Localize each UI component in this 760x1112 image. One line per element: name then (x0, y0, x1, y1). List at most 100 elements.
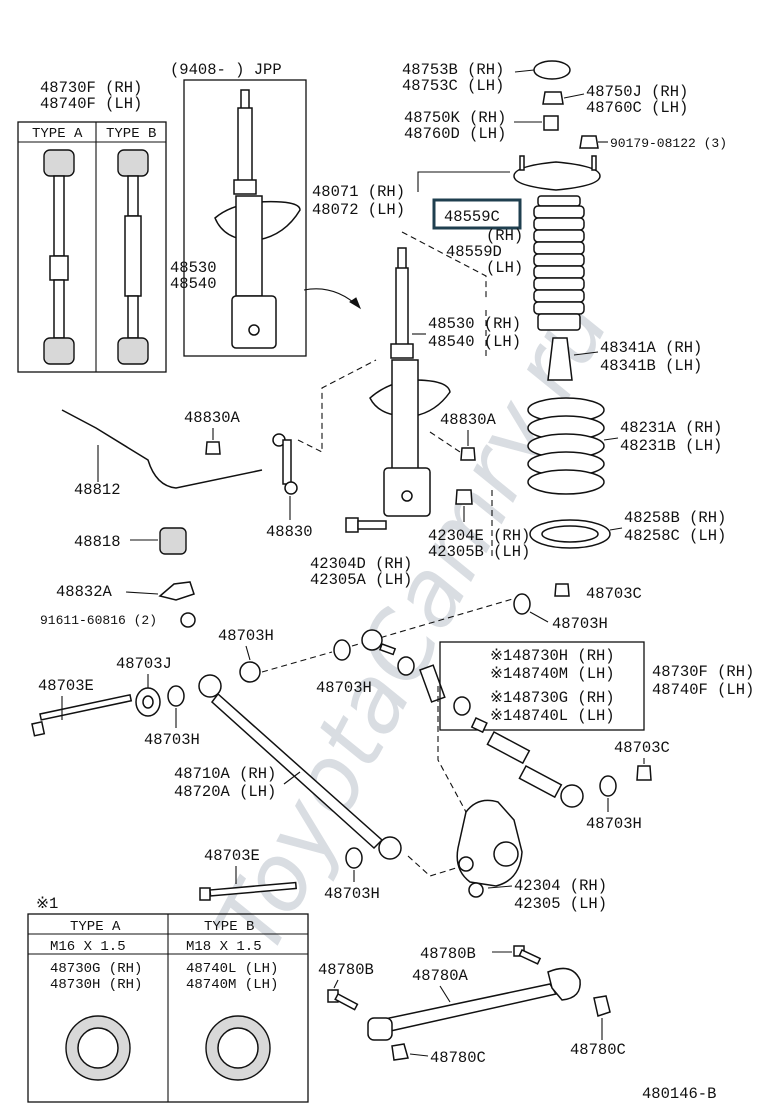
label-48703e-mid: 48703E (204, 847, 260, 865)
ref-b-icon (180, 612, 196, 628)
thread-table-col-b-header: TYPE B (204, 919, 254, 935)
label-48830a-right: 48830A (440, 411, 497, 429)
drawing-number: 480146-B (642, 1085, 716, 1103)
label-48341b: 48341B (LH) (600, 357, 702, 375)
strut-mount-icon (513, 161, 601, 191)
label-48730f-inset: 48730F (RH) (40, 79, 142, 97)
axle-carrier-icon (456, 799, 523, 898)
label-90179: 90179-08122 (3) (610, 136, 727, 151)
long-bolt-icon-left (31, 693, 133, 737)
thread-table: ※1 TYPE A TYPE B M16 X 1.5 M18 X 1.5 487… (27, 895, 309, 1103)
stabilizer-bushing-icon (159, 527, 187, 555)
label-42304: 42304 (RH) (514, 877, 607, 895)
label-48703h-right: 48703H (586, 815, 642, 833)
nut-type-b-icon (205, 1015, 271, 1081)
label-48231b: 48231B (LH) (620, 437, 722, 455)
label-42305: 42305 (LH) (514, 895, 607, 913)
link-group-bracket (439, 641, 645, 731)
stabilizer-link-icon (272, 433, 298, 495)
label-48559d-side: (LH) (486, 259, 523, 277)
label-48530-inset: 48530 (170, 259, 217, 277)
label-48740f: 48740F (LH) (652, 681, 754, 699)
strut-inset: (9408- ) JPP 48530 48540 (170, 61, 362, 357)
label-48231a: 48231A (RH) (620, 419, 722, 437)
strut-inset-header: (9408- ) JPP (170, 61, 282, 79)
label-48780c-right: 48780C (570, 1041, 626, 1059)
coil-spring-icon (527, 397, 605, 495)
label-48703e-left: 48703E (38, 677, 94, 695)
label-42305a: 42305A (LH) (310, 571, 412, 589)
bushing-bracket-icon (158, 581, 195, 601)
label-48812: 48812 (74, 481, 121, 499)
label-48703h-mid: 48703H (218, 627, 274, 645)
label-91611: 91611-60816 (2) (40, 613, 157, 628)
highlight-box-48559c (432, 198, 522, 230)
thread-table-mark: ※1 (36, 895, 58, 913)
label-48740f-inset: 48740F (LH) (40, 95, 142, 113)
label-48559d: 48559D (446, 243, 502, 261)
label-48559c-side: (RH) (486, 227, 523, 245)
nut-icon-48703c-top (554, 583, 570, 597)
washer-icon-48703h-mid (239, 661, 261, 683)
nut-icon (542, 91, 564, 105)
arm-inset-frame (17, 121, 167, 373)
label-48753b: 48753B (RH) (402, 61, 504, 79)
nut-icon-48780c-right (593, 995, 611, 1017)
label-48780a: 48780A (412, 967, 469, 985)
link-nut-icon-left (205, 441, 221, 455)
label-148740l: ※148740L (LH) (490, 707, 615, 725)
trailing-bolt-icon (513, 945, 542, 965)
trailing-arm-icon (367, 967, 581, 1041)
label-48818: 48818 (74, 533, 121, 551)
label-42304d: 42304D (RH) (310, 555, 412, 573)
link-nut-icon-right (460, 447, 476, 461)
label-48730f: 48730F (RH) (652, 663, 754, 681)
label-148730g: ※148730G (RH) (490, 689, 615, 707)
thread-table-col-a-header: TYPE A (70, 919, 121, 935)
label-48530: 48530 (RH) (428, 315, 521, 333)
label-42304e: 42304E (RH) (428, 527, 530, 545)
shock-absorber-icon (369, 247, 451, 517)
label-48559c[interactable]: 48559C (444, 208, 500, 226)
thread-table-col-b-part-1: 48740L (LH) (186, 961, 278, 977)
arm-type-b-header: TYPE B (106, 126, 156, 142)
arm-type-b-icon (117, 149, 149, 365)
arm-type-a-header: TYPE A (32, 126, 83, 142)
label-48760c: 48760C (LH) (586, 99, 688, 117)
label-48072: 48072 (LH) (312, 201, 405, 219)
label-48780b-left: 48780B (318, 961, 374, 979)
adjustable-link-icon (361, 629, 471, 716)
nut-icon-48703c-right (636, 765, 652, 781)
label-48830: 48830 (266, 523, 313, 541)
strut-bolt-icon (345, 517, 387, 533)
lower-arm-icon (198, 674, 402, 860)
label-48720a: 48720A (LH) (174, 783, 276, 801)
label-48258b: 48258B (RH) (624, 509, 726, 527)
washer-icon-48703h-left (167, 685, 185, 707)
arm-inset: 48730F (RH) 48740F (LH) TYPE A TYPE B (17, 79, 167, 373)
label-42305b: 42305B (LH) (428, 543, 530, 561)
bolt-nut-icon (579, 135, 599, 149)
label-48540-inset: 48540 (170, 275, 217, 293)
label-48710a: 48710A (RH) (174, 765, 276, 783)
label-48703h-top: 48703H (552, 615, 608, 633)
label-48341a: 48341A (RH) (600, 339, 702, 357)
label-48750k: 48750K (RH) (404, 109, 506, 127)
washer-icon (543, 115, 559, 131)
label-48750j: 48750J (RH) (586, 83, 688, 101)
strut-inset-icon (214, 89, 301, 349)
label-48703h-left: 48703H (144, 731, 200, 749)
label-148730h: ※148730H (RH) (490, 647, 615, 665)
label-48071: 48071 (RH) (312, 183, 405, 201)
trailing-bolt-icon-left (327, 989, 359, 1011)
link-rod-icon (470, 717, 584, 808)
label-48703h-bottom: 48703H (324, 885, 380, 903)
washer-icon-48703h-mid2 (333, 639, 351, 661)
bump-stopper-icon (547, 337, 573, 381)
long-bolt-icon-mid (199, 881, 298, 901)
label-48832a: 48832A (56, 583, 113, 601)
washer-icon-48703h-right (599, 775, 617, 797)
label-48830a-left: 48830A (184, 409, 241, 427)
dust-cover-icon (533, 60, 571, 80)
